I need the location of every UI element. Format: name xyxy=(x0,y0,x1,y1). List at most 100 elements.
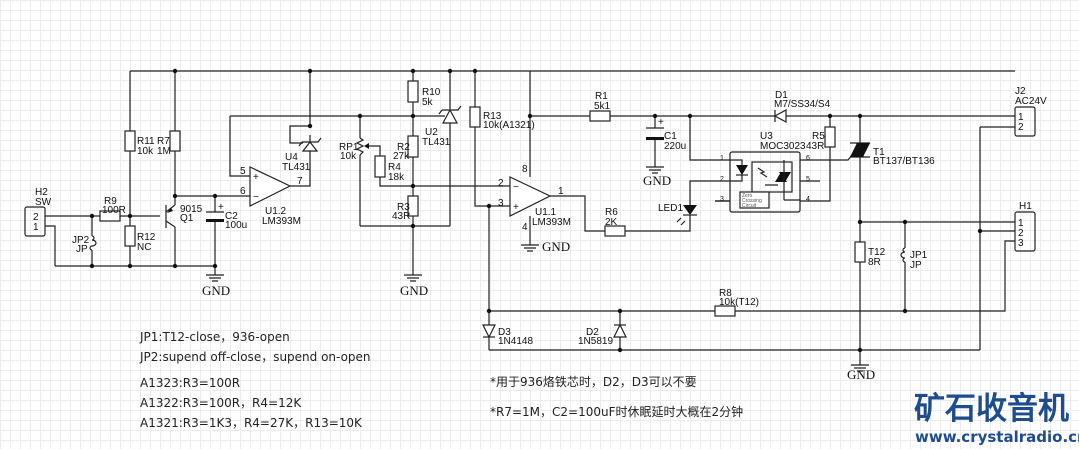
notes-left: JP1:T12-close，936-open JP2:supend off-cl… xyxy=(139,330,371,430)
u1-2-value: LM393M xyxy=(262,216,301,227)
u1-2-pin: 7 xyxy=(297,176,303,187)
r8-ref: R8 xyxy=(719,288,732,299)
diode-d3 xyxy=(482,324,496,339)
component-labels: H2 SW 2 1 R9 100R R11 10k R7 1M R12 NC 9… xyxy=(33,86,1047,347)
opamp-u1-2: +− xyxy=(249,166,292,207)
t1-ref: T1 xyxy=(873,147,885,158)
jp1-value: JP xyxy=(910,260,922,271)
svg-text:−: − xyxy=(253,192,259,203)
c1-value: 220u xyxy=(664,141,686,152)
r7-ref: R7 xyxy=(157,136,170,147)
u3-ref: U3 xyxy=(760,131,773,142)
q1-ref: Q1 xyxy=(180,213,194,224)
u1-1-ref: U1.1 xyxy=(535,207,557,218)
t1-value: BT137/BT136 xyxy=(873,156,935,167)
svg-text:+: + xyxy=(218,202,224,213)
d3-value: 1N4148 xyxy=(498,336,533,347)
r5-ref: R5 xyxy=(812,131,825,142)
u1-2-pin: 5 xyxy=(240,166,246,177)
r3-value: 43R xyxy=(392,211,410,222)
d2-ref: D2 xyxy=(586,327,599,338)
resistor-r2 xyxy=(407,135,419,158)
zero-crossing-label: Circuit xyxy=(742,203,757,209)
r13-ref: R13 xyxy=(483,111,502,122)
r2-ref: R2 xyxy=(397,142,410,153)
u3-pin: 3 xyxy=(720,196,724,203)
h2-value: SW xyxy=(35,197,52,208)
u1-1-pin: 1 xyxy=(558,186,564,197)
j2-value: AC24V xyxy=(1015,96,1047,107)
u3-pin: 2 xyxy=(720,176,724,183)
r3-ref: R3 xyxy=(397,202,410,213)
j2-pin: 2 xyxy=(1018,122,1024,133)
h1-pin: 3 xyxy=(1018,238,1024,249)
r6-value: 2K xyxy=(605,217,618,228)
note-line: *R7=1M，C2=100uF时休眠延时大概在2分钟 xyxy=(490,404,743,419)
resistor-r4 xyxy=(374,155,386,178)
note-line: JP1:T12-close，936-open xyxy=(139,330,290,344)
r11-ref: R11 xyxy=(137,136,155,147)
r1-value: 5k1 xyxy=(594,101,611,112)
u1-1-value: LM393M xyxy=(532,217,571,228)
u1-2-ref: U1.2 xyxy=(265,206,287,217)
svg-text:+: + xyxy=(513,202,519,213)
logo-url: www.crystalradio.cn xyxy=(915,428,1079,446)
gnd-label: GND xyxy=(643,173,671,188)
r4-ref: R4 xyxy=(388,162,401,173)
q1-value: 9015 xyxy=(180,204,203,215)
jp1-ref: JP1 xyxy=(910,250,928,261)
triac-t1 xyxy=(850,142,870,158)
notes-right: *用于936烙铁芯时，D2，D3可以不要 *R7=1M，C2=100uF时休眠延… xyxy=(490,374,743,419)
gnd-label: GND xyxy=(202,283,230,298)
wiper-arrow-icon xyxy=(364,143,369,149)
note-line: JP2:supend off-close，supend on-open xyxy=(139,350,371,364)
c1-ref: C1 xyxy=(664,131,677,142)
resistor-r6 xyxy=(604,225,626,237)
r12-value: NC xyxy=(137,242,151,253)
jumper-jp2 xyxy=(89,235,97,251)
c2-ref: C2 xyxy=(225,211,238,222)
u1-1-pin: 3 xyxy=(498,198,504,209)
u2-ref: U2 xyxy=(425,127,438,138)
r10-ref: R10 xyxy=(422,87,441,98)
u1-1-pin: 4 xyxy=(522,222,528,233)
resistor-r9 xyxy=(99,210,121,222)
h2-pin: 2 xyxy=(33,212,39,223)
r2-value: 27k xyxy=(393,151,410,162)
potentiometer-rp1 xyxy=(355,137,365,156)
h1-pin: 1 xyxy=(1018,218,1024,229)
u4-ref: U4 xyxy=(285,152,298,163)
note-line: A1323:R3=100R xyxy=(140,376,240,390)
capacitor-c1: + xyxy=(646,117,664,140)
note-line: A1321:R3=1K3，R4=27K，R13=10K xyxy=(140,416,363,430)
r12-ref: R12 xyxy=(137,232,156,243)
rp1-ref: RP1 xyxy=(339,142,359,153)
r9-ref: R9 xyxy=(104,196,117,207)
svg-text:+: + xyxy=(253,172,259,183)
u3-pin: 4 xyxy=(806,196,810,203)
u4-value: TL431 xyxy=(282,162,311,173)
u3-value: MOC3023 xyxy=(760,141,806,152)
diode-d1 xyxy=(773,108,787,124)
junction-dots xyxy=(89,68,983,353)
d2-value: 1N5819 xyxy=(578,336,613,347)
u1-2-pin: 6 xyxy=(240,186,246,197)
wires xyxy=(45,70,1015,365)
t12-ref: T12 xyxy=(868,247,886,258)
note-line: A1322:R3=100R，R4=12K xyxy=(140,396,302,410)
svg-text:−: − xyxy=(513,182,519,193)
resistor-r8 xyxy=(714,305,736,317)
optocoupler-u3: Zero Crossing Circuit xyxy=(715,151,801,213)
resistor-r3 xyxy=(407,195,419,217)
connector-j2 xyxy=(1014,106,1036,137)
h2-pin: 1 xyxy=(33,222,39,233)
h2-ref: H2 xyxy=(35,187,48,198)
diode-d2 xyxy=(613,323,627,338)
logo-title: 矿石收音机 xyxy=(914,391,1069,427)
r5-value: 43R xyxy=(806,141,824,152)
ground-symbols xyxy=(206,166,869,372)
led-led1 xyxy=(676,205,697,226)
r11-value: 10k xyxy=(137,146,154,157)
j2-ref: J2 xyxy=(1015,86,1026,97)
